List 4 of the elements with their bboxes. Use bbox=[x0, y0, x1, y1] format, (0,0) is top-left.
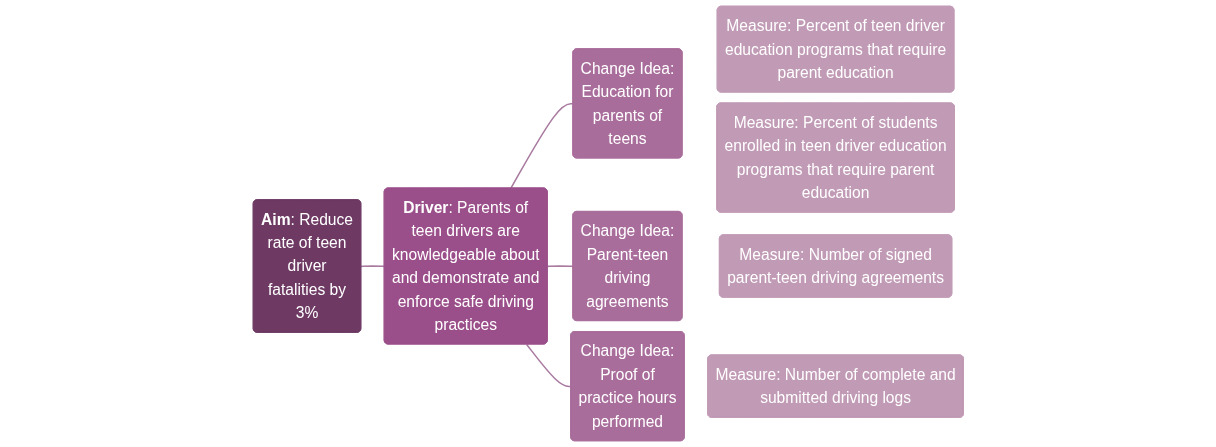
connector bbox=[546, 265, 574, 268]
connector bbox=[509, 102, 574, 190]
connector bbox=[360, 265, 385, 268]
connector bbox=[525, 343, 572, 388]
